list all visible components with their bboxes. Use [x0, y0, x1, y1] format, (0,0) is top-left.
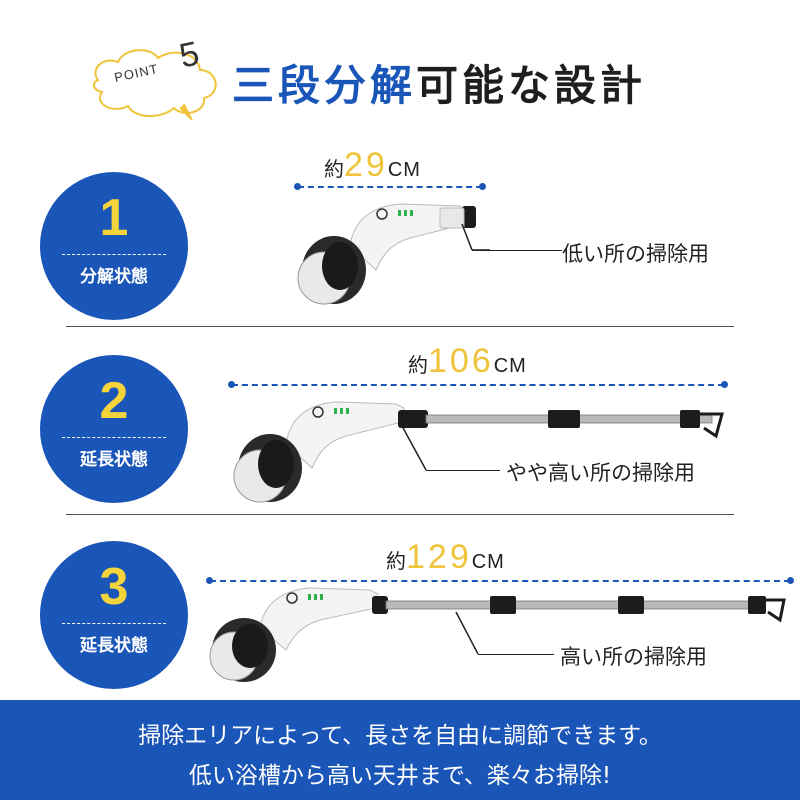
measure-value: 106 [428, 342, 494, 380]
measure-prefix: 約 [408, 353, 428, 377]
callout-line [472, 250, 562, 251]
length-dimension-line [206, 577, 794, 584]
usage-label: 高い所の掃除用 [560, 645, 707, 669]
step-badge-3: 3 延長状態 [40, 541, 188, 689]
step-number: 2 [99, 372, 129, 430]
footer-line-1: 掃除エリアによって、長さを自由に調節できます。 [138, 723, 662, 749]
title-highlight: 三段分解 [232, 61, 417, 110]
callout-line [426, 470, 500, 471]
step-badge-1: 1 分解状態 [40, 172, 188, 320]
title-rest: 可能な設計 [416, 61, 647, 110]
usage-label: やや高い所の掃除用 [506, 461, 695, 485]
footer-line-2: 低い浴槽から高い天井まで、楽々お掃除! [188, 763, 612, 789]
page-title: 三段分解可能な設計 [232, 52, 646, 113]
length-measure: 約29CM [324, 146, 421, 185]
step-state: 延長状態 [80, 450, 148, 470]
measure-value: 29 [344, 146, 388, 184]
electric-spin-scrubber-icon [297, 203, 490, 305]
length-measure: 約129CM [386, 538, 505, 577]
step-state: 分解状態 [80, 267, 148, 287]
dimension-dot [206, 577, 213, 584]
measure-prefix: 約 [386, 549, 406, 573]
step-number: 3 [99, 558, 129, 616]
badge-divider [62, 254, 166, 255]
usage-label: 低い所の掃除用 [562, 242, 709, 266]
measure-prefix: 約 [324, 157, 344, 181]
dimension-dot [787, 577, 794, 584]
dimension-dot [479, 183, 486, 190]
measure-value: 129 [406, 538, 472, 576]
badge-divider [62, 437, 166, 438]
step-number: 1 [99, 189, 129, 247]
step-state: 延長状態 [80, 636, 148, 656]
badge-divider [62, 623, 166, 624]
electric-spin-scrubber-icon [233, 401, 724, 503]
length-dimension-line [294, 183, 486, 190]
length-dimension-line [228, 381, 728, 388]
dimension-dot [294, 183, 301, 190]
electric-spin-scrubber-icon [209, 587, 786, 682]
measure-unit: CM [471, 551, 505, 573]
measure-unit: CM [493, 355, 527, 377]
footer-banner: 掃除エリアによって、長さを自由に調節できます。 低い浴槽から高い天井まで、楽々お… [0, 700, 800, 800]
row-divider [66, 514, 734, 515]
row-divider [66, 326, 734, 327]
point-cloud-icon [92, 49, 217, 121]
dimension-dot [721, 381, 728, 388]
dimension-dot [228, 381, 235, 388]
callout-line [478, 654, 554, 655]
step-badge-2: 2 延長状態 [40, 355, 188, 503]
measure-unit: CM [387, 159, 421, 181]
length-measure: 約106CM [408, 342, 527, 381]
